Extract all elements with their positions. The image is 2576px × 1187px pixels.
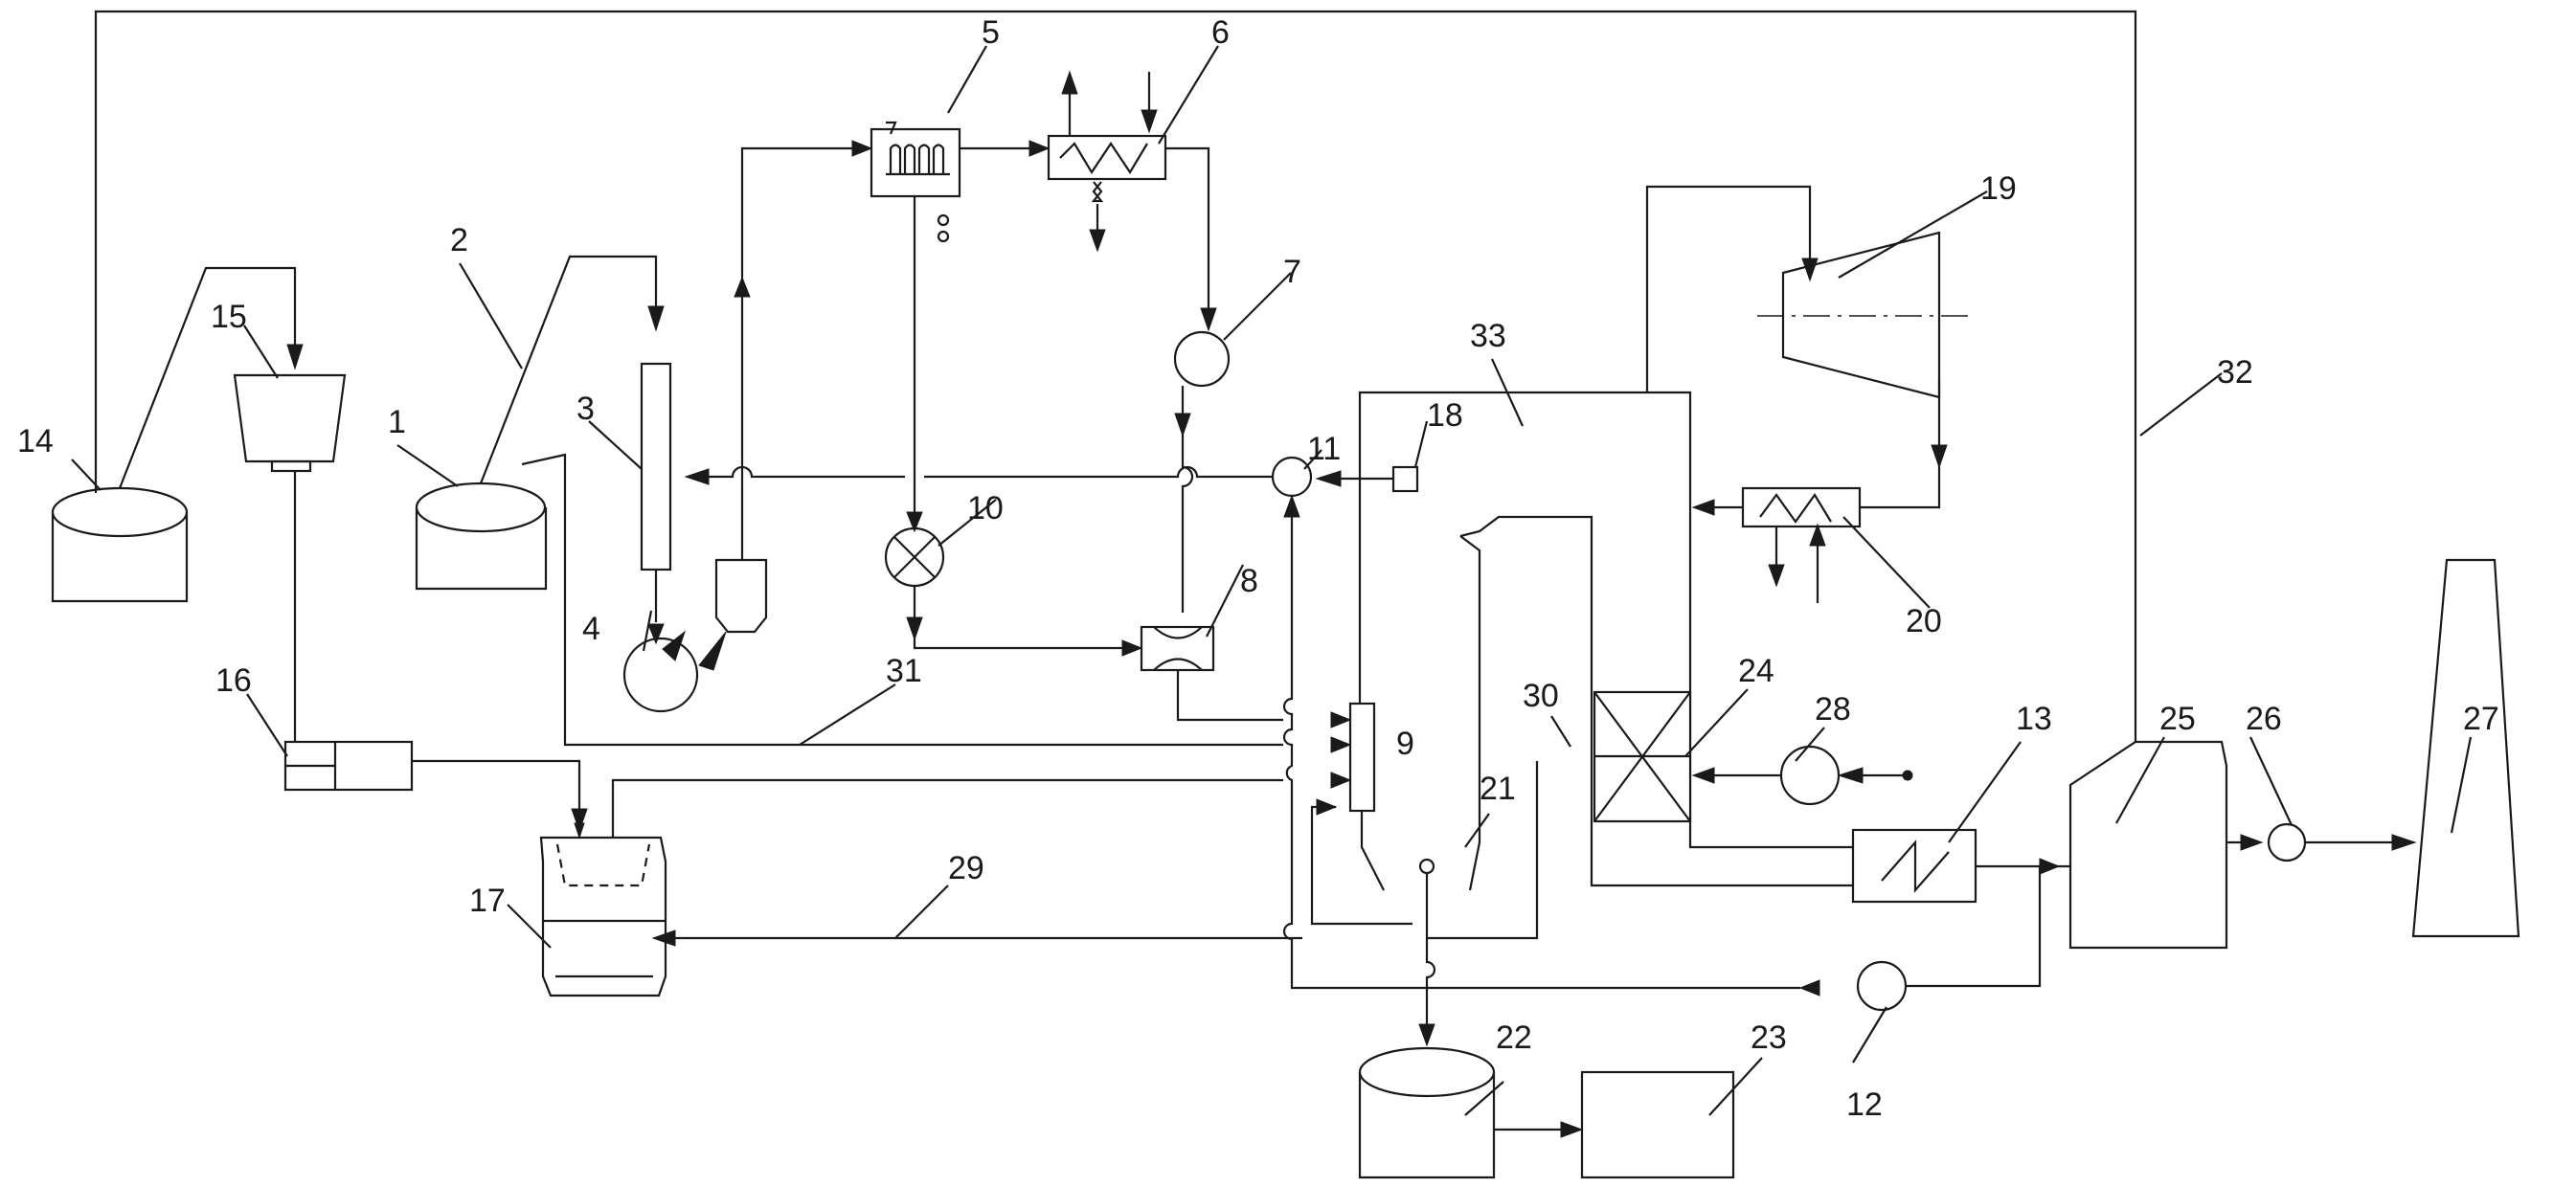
pump-11 <box>1271 456 1313 498</box>
heat-exchanger-6 <box>1047 134 1167 203</box>
label-numbers: 14 15 16 17 1 2 3 4 5 6 7 8 9 10 11 12 1… <box>17 14 2499 1123</box>
label-15: 15 <box>211 299 247 335</box>
label-24: 24 <box>1738 653 1774 689</box>
label-31: 31 <box>886 653 922 689</box>
label-8: 8 <box>1240 563 1258 599</box>
label-19: 19 <box>1980 170 2017 207</box>
hopper-15 <box>233 373 347 473</box>
label-16: 16 <box>215 662 252 699</box>
label-1: 1 <box>388 404 406 440</box>
label-20: 20 <box>1906 603 1942 639</box>
storage-tank-1 <box>415 482 548 591</box>
tank-22 <box>1358 1046 1496 1179</box>
storage-tank-14 <box>51 486 189 603</box>
pump-12 <box>1856 960 1908 1012</box>
label-13: 13 <box>2016 701 2052 737</box>
pump-4 <box>622 637 699 713</box>
condenser-20 <box>1741 486 1862 528</box>
cyclone-separator <box>714 558 768 634</box>
label-9: 9 <box>1396 726 1414 762</box>
label-21: 21 <box>1480 771 1516 807</box>
flow-arrows <box>286 70 2417 1138</box>
label-12: 12 <box>1846 1086 1883 1123</box>
label-29: 29 <box>948 850 984 886</box>
valve-10 <box>884 526 945 588</box>
precipitator-25 <box>2068 740 2228 950</box>
fan-28 <box>1779 745 1841 806</box>
label-4: 4 <box>582 611 600 647</box>
sensor-18 <box>1391 465 1419 493</box>
column-3 <box>640 362 672 571</box>
exchanger-24 <box>1593 690 1692 823</box>
label-2: 2 <box>450 222 468 258</box>
economizer-13 <box>1851 828 1977 904</box>
label-7: 7 <box>1283 254 1301 290</box>
label-28: 28 <box>1815 691 1851 728</box>
label-22: 22 <box>1496 1019 1532 1056</box>
label-26: 26 <box>2246 701 2282 737</box>
label-14: 14 <box>17 423 54 459</box>
label-25: 25 <box>2159 701 2196 737</box>
boiler-33 <box>1358 391 1853 891</box>
label-23: 23 <box>1751 1019 1787 1056</box>
leader-lines <box>71 45 2473 1116</box>
ejector-8 <box>1140 625 1215 672</box>
storage-box-23 <box>1580 1070 1735 1179</box>
label-5: 5 <box>982 14 1000 51</box>
label-3: 3 <box>576 391 595 427</box>
label-32: 32 <box>2217 354 2253 391</box>
fan-26 <box>2267 822 2307 862</box>
label-33: 33 <box>1470 318 1506 354</box>
label-17: 17 <box>469 883 506 919</box>
burner-9 <box>1348 702 1376 813</box>
feeder-16 <box>283 740 414 792</box>
pump-7 <box>1173 330 1231 388</box>
label-11: 11 <box>1307 431 1341 467</box>
label-6: 6 <box>1211 14 1230 51</box>
label-18: 18 <box>1427 397 1463 434</box>
gasifier-17 <box>539 836 667 997</box>
label-27: 27 <box>2463 701 2499 737</box>
chimney-27 <box>2411 558 2520 938</box>
turbine-19 <box>1757 231 1973 399</box>
label-30: 30 <box>1523 678 1559 714</box>
label-10: 10 <box>967 490 1004 526</box>
